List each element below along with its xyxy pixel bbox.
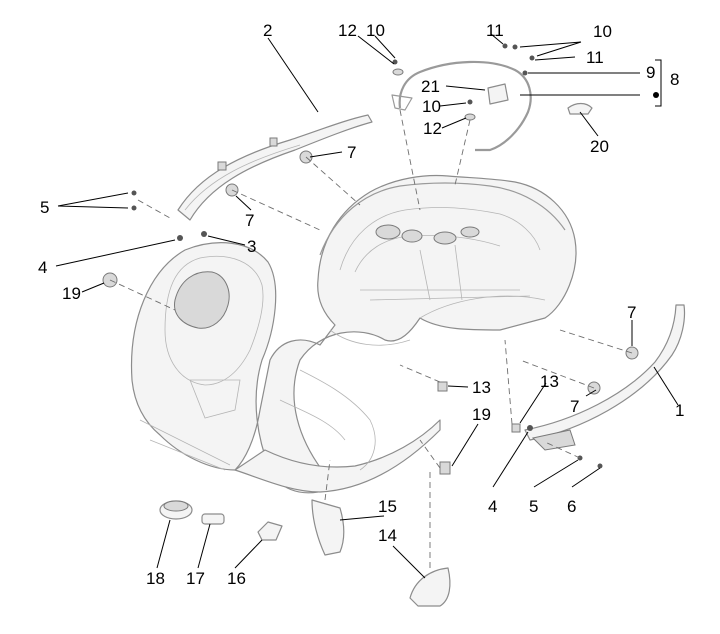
callout-17: 17 (186, 569, 205, 588)
callout-9: 9 (646, 63, 655, 82)
part-5-screw-b (131, 205, 137, 211)
part-12-washer-b (464, 113, 476, 121)
callouts: 1 2 3 4 4 5 5 6 7 7 7 7 8 9 10 10 10 11 … (38, 21, 684, 588)
scooter-body-frame (130, 174, 577, 494)
part-3-screw (201, 231, 207, 237)
callout-13-right: 13 (472, 378, 491, 397)
assembly-lines (109, 109, 633, 568)
callout-7-right-upper: 7 (627, 303, 636, 322)
part-8-bullet (653, 92, 659, 98)
callout-11-top: 11 (486, 21, 504, 40)
callout-7-upper: 7 (347, 143, 356, 162)
part-2-upper-trim (177, 114, 373, 221)
callout-13-lower: 13 (540, 372, 559, 391)
callout-19-left: 19 (62, 284, 81, 303)
leader-lines (55, 33, 679, 579)
callout-10-top-right: 10 (593, 22, 612, 41)
part-11-screw-a (502, 43, 508, 49)
callout-12-middle: 12 (423, 119, 442, 138)
callout-4-left: 4 (38, 258, 47, 277)
callout-19-right: 19 (472, 405, 491, 424)
callout-3: 3 (247, 237, 256, 256)
part-15-guard (311, 499, 345, 556)
part-19-clip-b (439, 461, 451, 475)
callout-5-right: 5 (529, 497, 538, 516)
callout-10-top-left: 10 (366, 21, 385, 40)
part-12-washer-a (392, 68, 404, 76)
callout-10-middle: 10 (422, 97, 441, 116)
part-17-pad (201, 513, 225, 525)
part-4-nut-a (177, 235, 183, 241)
callout-11-right: 11 (586, 48, 604, 67)
callout-20: 20 (590, 137, 609, 156)
part-9-screw (522, 70, 528, 76)
part-13-clip-b (511, 423, 521, 433)
callout-21: 21 (421, 77, 440, 96)
callout-5-left: 5 (40, 198, 49, 217)
part-13-clip-a (437, 381, 448, 392)
callout-6: 6 (567, 497, 576, 516)
part-16-bracket (257, 521, 283, 541)
callout-12-top: 12 (338, 21, 357, 40)
callout-18: 18 (146, 569, 165, 588)
bracket-8 (655, 59, 662, 107)
callout-7-right-lower: 7 (570, 397, 579, 416)
callout-8: 8 (670, 70, 679, 89)
callout-1: 1 (675, 401, 684, 420)
part-5-screw-a (131, 190, 137, 196)
part-8-9-rear-rack (391, 60, 593, 152)
callout-15: 15 (378, 497, 397, 516)
part-11-screw-b (529, 55, 535, 61)
callout-16: 16 (227, 569, 246, 588)
callout-14: 14 (378, 526, 397, 545)
part-1-side-trim (524, 304, 686, 451)
callout-2: 2 (263, 21, 272, 40)
part-10-screw-b (512, 44, 518, 50)
callout-4-right: 4 (488, 497, 497, 516)
part-14-guard (409, 567, 451, 607)
part-6-screw (597, 463, 603, 469)
small-parts (102, 43, 659, 607)
part-4-nut-b (527, 425, 533, 431)
callout-7-middle: 7 (245, 211, 254, 230)
part-10-screw-c (467, 99, 473, 105)
